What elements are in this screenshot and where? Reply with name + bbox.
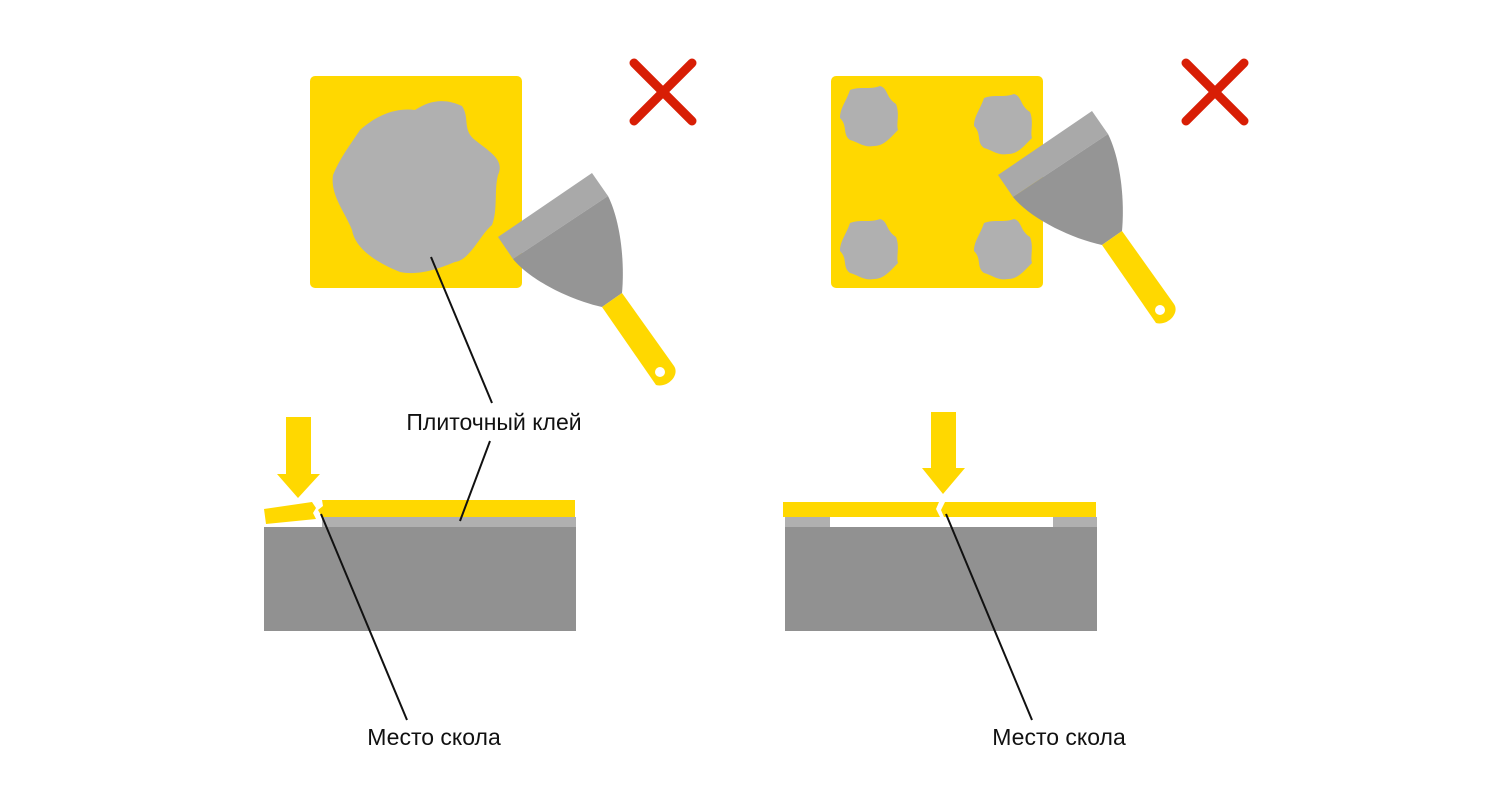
tile-side-right bbox=[941, 502, 1096, 517]
base-substrate bbox=[785, 527, 1097, 631]
left-tile-full-spread bbox=[310, 63, 692, 386]
adhesive-blob bbox=[332, 101, 500, 274]
right-tile-spot-spread bbox=[831, 63, 1244, 324]
tile-side bbox=[318, 500, 575, 517]
right-cross-section bbox=[783, 412, 1097, 631]
chip-location-label-right: Место скола bbox=[992, 724, 1126, 750]
arrow-down-icon bbox=[277, 417, 320, 498]
spatula-icon bbox=[498, 173, 676, 386]
tile-adhesive-label: Плиточный клей bbox=[406, 409, 581, 435]
leader-lines bbox=[320, 256, 1033, 721]
wrong-cross-icon bbox=[634, 63, 692, 121]
chipped-piece bbox=[264, 502, 316, 524]
arrow-down-icon bbox=[922, 412, 965, 494]
left-cross-section bbox=[264, 417, 576, 631]
adhesive-layer bbox=[322, 517, 576, 527]
adhesive-spot-side bbox=[785, 517, 830, 527]
tile-side-left bbox=[783, 502, 940, 517]
chip-location-label-left: Место скола bbox=[367, 724, 501, 750]
wrong-cross-icon bbox=[1186, 63, 1244, 121]
base-substrate bbox=[264, 527, 576, 631]
adhesive-spot-side bbox=[1053, 517, 1097, 527]
